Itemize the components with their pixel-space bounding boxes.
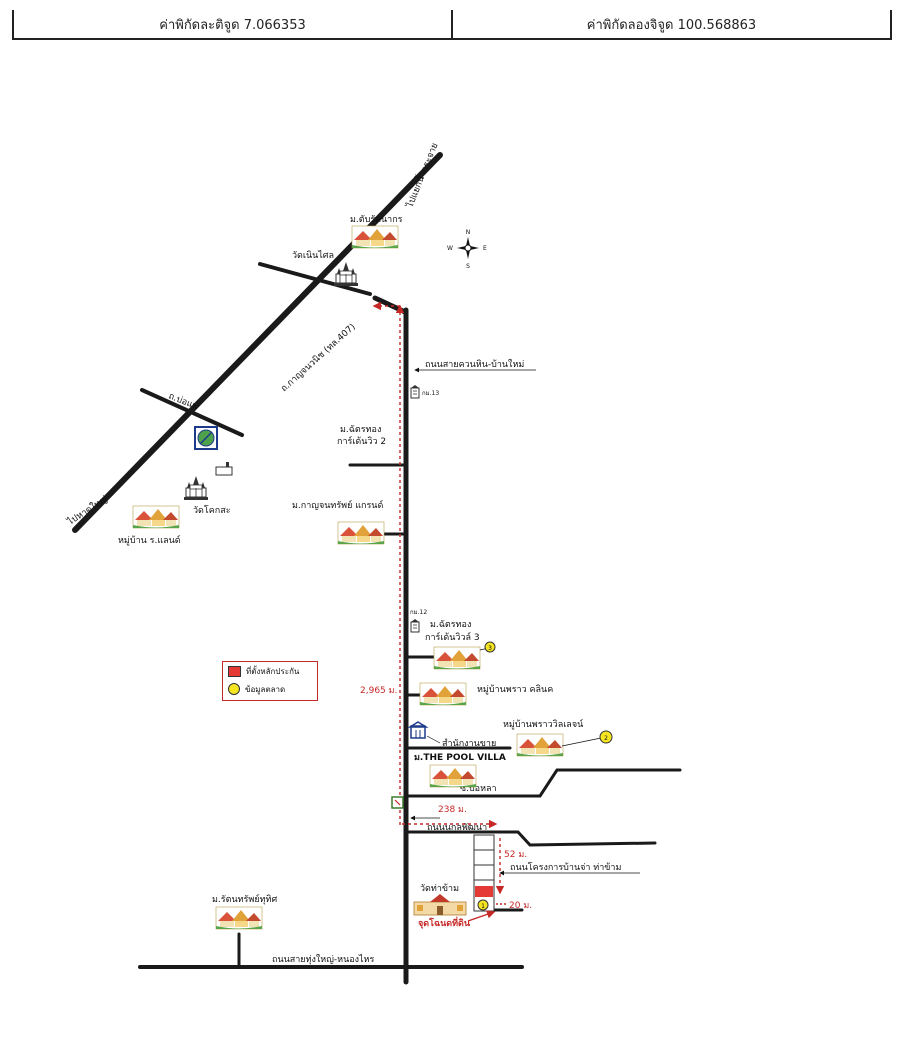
- market-marker-3: [484, 641, 496, 653]
- road-bo-la: [406, 768, 682, 798]
- house-icon: [433, 646, 481, 670]
- house-icon: [351, 225, 399, 249]
- house-icon: [337, 521, 385, 545]
- label-km12: กม.12: [410, 609, 427, 616]
- compass-s: S: [466, 263, 470, 270]
- label-khuan-hin: ถนนสายควนหิน-บ้านใหม่: [425, 359, 524, 370]
- house-icon: [516, 733, 564, 757]
- legend-label-market: ข้อมูลตลาด: [245, 684, 286, 694]
- coordinate-bar: ค่าพิกัดละติจูด 7.066353 ค่าพิกัดลองจิจู…: [12, 10, 892, 40]
- distance-20-label: 20 ม.: [509, 901, 532, 911]
- label-north-road: ไปแยกน้ำกระจาย: [402, 141, 440, 210]
- distance-52-label: 52 ม.: [504, 850, 527, 860]
- road-network: [72, 152, 682, 985]
- label-nuk-phatthana: ถนนนุกูลพัฒนา: [427, 823, 487, 833]
- label-phrao-cl: หมู่บ้านพราว คลินค: [477, 684, 553, 695]
- market-marker-3-label: 3: [488, 645, 492, 652]
- road-kanchanavanich: [72, 152, 443, 533]
- label-wat-noen-sai: วัดเนินไศล: [292, 250, 334, 261]
- latitude-label: ค่าพิกัดละติจูด 7.066353: [159, 17, 306, 33]
- label-village-land: หมู่บ้าน ร.แลนด์: [118, 534, 181, 546]
- target-arrow: [467, 910, 496, 922]
- label-pool-villa: ม.THE POOL VILLA: [414, 753, 506, 763]
- label-bo-la: ซ.บ่อหลา: [460, 784, 497, 794]
- road-wat-noen-sai: [258, 262, 372, 296]
- map-legend: ที่ตั้งหลักประกัน ข้อมูลตลาด: [222, 661, 318, 701]
- road-junction: [372, 295, 408, 315]
- label-wat-khok-sa: วัดโคกสะ: [193, 505, 231, 516]
- km-post-icon: [410, 618, 420, 633]
- info-sign-icon: [391, 796, 404, 809]
- house-icon: [419, 682, 467, 706]
- factory-icon: [215, 462, 233, 476]
- compass-w: W: [447, 245, 453, 252]
- compass-e: E: [483, 245, 487, 252]
- temple-icon: [183, 475, 209, 501]
- label-rattana-tip: ม.รัตนทรัพย์ทุทิศ: [212, 893, 277, 905]
- label-chatthong: ม.ฉัตรทอง: [340, 425, 381, 435]
- road-nuk-phatthana: [406, 830, 657, 847]
- label-kanchana-grand: ม.กาญจนทรัพย์ แกรนด์: [292, 499, 383, 511]
- leader-line-sales: [426, 735, 441, 744]
- distance-main-label: 2,965 ม.: [360, 686, 397, 696]
- label-south-west-road: ไปหาดใหญ่: [65, 494, 110, 528]
- land-plot-marker: [475, 886, 493, 897]
- house-icon: [429, 764, 477, 788]
- label-wat-tha-kham: วัดท่าข้าม: [420, 883, 459, 894]
- label-chatthong-3: ม.ฉัตรทอง: [430, 620, 471, 630]
- road-bo-nae: [140, 388, 244, 437]
- label-garden-3: การ์เด้นวิวล์ 3: [425, 631, 480, 643]
- distance-238-label: 238 ม.: [438, 805, 467, 815]
- school-icon: [413, 894, 467, 916]
- target-label: จุดโฉนดที่ดิน: [418, 916, 471, 929]
- market-marker-1-label: 1: [481, 903, 485, 910]
- landmarks: ม.ตับรัตนากร วัดเนินไศล วัดโคกสะ หมู่บ้า…: [118, 215, 613, 930]
- gas-station-icon: [194, 426, 218, 450]
- legend-row-land: ที่ตั้งหลักประกัน: [223, 662, 317, 680]
- label-project-road: ถนนโครงการบ้านจ่า ท่าข้าม: [510, 862, 621, 873]
- legend-swatch-land: [228, 665, 241, 677]
- house-icon: [215, 906, 263, 930]
- legend-label-land: ที่ตั้งหลักประกัน: [246, 666, 300, 676]
- sales-office-icon: [407, 721, 429, 739]
- market-marker-2-label: 2: [604, 735, 608, 742]
- temple-icon: [333, 261, 359, 287]
- label-phrao-ville: หมู่บ้านพราววิลเลจน์: [503, 718, 583, 730]
- label-thung-yai: ถนนสายทุ่งใหญ่-หนองไหร: [272, 954, 374, 965]
- legend-row-market: ข้อมูลตลาด: [223, 680, 317, 698]
- compass-rose: N S E W: [447, 229, 487, 270]
- longitude-label: ค่าพิกัดลองจิจูด 100.568863: [451, 10, 890, 38]
- label-main-highway: ถ.กาญจนวนิช (ทล.407): [279, 321, 358, 394]
- distance-markers: 2,965 ม. 238 ม. 52 ม. 20 ม. จุดโฉนดที่ดิ…: [360, 301, 532, 929]
- label-garden-2: การ์เด้นวิว 2: [337, 435, 386, 447]
- compass-n: N: [466, 229, 471, 236]
- leader-line-2: [561, 737, 602, 747]
- legend-swatch-market: [228, 683, 240, 695]
- label-tap-ratanakorn: ม.ตับรัตนากร: [350, 215, 403, 225]
- label-sales-office: สำนักงานขาย: [442, 738, 496, 749]
- project-plot-strip: 1: [473, 834, 495, 912]
- label-km13: กม.13: [422, 390, 439, 397]
- km-post-icon: [410, 384, 420, 399]
- market-marker-2: [599, 730, 613, 744]
- house-icon: [132, 505, 180, 529]
- market-marker-1: [477, 899, 489, 911]
